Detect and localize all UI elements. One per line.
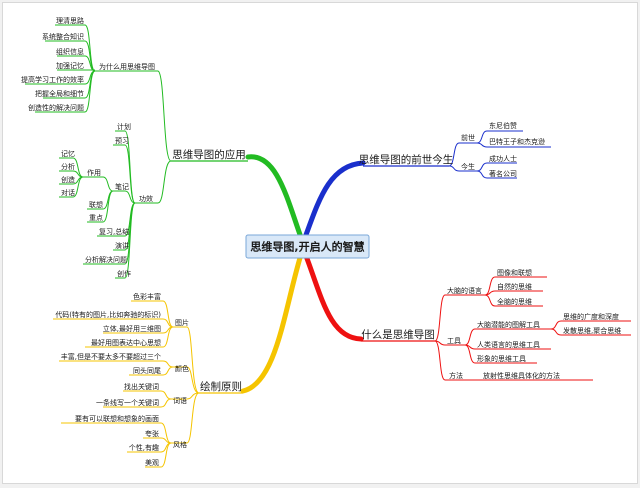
node-use[interactable]: 作用: [87, 168, 101, 177]
node-plan[interactable]: 计划: [117, 122, 131, 131]
node-use-item-0[interactable]: 记忆: [61, 149, 75, 158]
node-style[interactable]: 风格: [173, 440, 187, 449]
red-connectors: [434, 276, 631, 381]
node-create[interactable]: 创作: [117, 269, 131, 278]
blue-connectors: [448, 130, 551, 179]
node-style-item-0[interactable]: 要有可以联想和想象的画面: [75, 414, 159, 423]
yellow-connectors: [53, 300, 200, 468]
node-potential[interactable]: 大脑潜能的图解工具: [477, 320, 540, 329]
node-lang[interactable]: 大脑的语言: [447, 286, 482, 295]
node-word[interactable]: 词语: [173, 396, 187, 405]
branch-line-app: [245, 154, 306, 246]
center-topic-label: 思维导图,开启人的智慧: [250, 240, 364, 254]
node-key[interactable]: 重点: [89, 214, 103, 222]
node-lang-item-2[interactable]: 全脑的思维: [497, 297, 532, 306]
node-past-item-1[interactable]: 巴特王子和杰克逊: [489, 137, 545, 146]
node-review[interactable]: 复习,总结: [99, 227, 129, 236]
node-why-item-1[interactable]: 系统整合知识: [42, 32, 84, 41]
node-potential-item-1[interactable]: 发散思维,聚合思维: [563, 326, 621, 335]
center-topic[interactable]: 思维导图,开启人的智慧: [245, 234, 370, 259]
node-use-item-2[interactable]: 创造: [61, 175, 75, 184]
node-why-item-3[interactable]: 加强记忆: [56, 61, 84, 70]
node-pic-item-0[interactable]: 色彩丰富: [133, 292, 161, 301]
branch-line-what: [300, 245, 364, 342]
node-now[interactable]: 今生: [461, 162, 475, 171]
node-color-item-0[interactable]: 丰富,但是不要太多不要超过三个: [61, 352, 161, 361]
node-effect[interactable]: 功效: [139, 194, 153, 203]
node-why-item-4[interactable]: 提高学习工作的效率: [21, 75, 84, 84]
node-past-item-0[interactable]: 东尼伯赞: [489, 121, 517, 130]
node-solve[interactable]: 分析解决问题: [85, 255, 127, 264]
node-visual[interactable]: 形象的思维工具: [477, 354, 526, 363]
node-method[interactable]: 方法: [449, 371, 463, 380]
node-past[interactable]: 前世: [461, 133, 475, 142]
node-pic-item-3[interactable]: 最好用图表达中心思想: [91, 338, 161, 347]
node-method-item[interactable]: 放射性思维具体化的方法: [483, 371, 560, 380]
node-assoc[interactable]: 联想: [89, 200, 103, 209]
topic-what[interactable]: 什么是思维导图: [361, 328, 435, 341]
branch-line-draw: [240, 245, 306, 394]
green-connectors: [25, 24, 172, 279]
node-lang-item-1[interactable]: 自然的思维: [497, 282, 532, 291]
node-tool[interactable]: 工具: [447, 337, 461, 345]
node-word-item-0[interactable]: 找出关键词: [124, 382, 159, 391]
branch-line-history: [300, 160, 366, 246]
mind-map-svg: 思维导图,开启人的智慧 思维导图的应用 思维导图的前世今生 什么是思维导图 绘制…: [21, 16, 631, 468]
node-now-item-0[interactable]: 成功人士: [489, 154, 517, 163]
node-color[interactable]: 颜色: [175, 364, 189, 373]
node-human[interactable]: 人类语言的思维工具: [477, 340, 540, 349]
node-speech[interactable]: 演讲: [115, 241, 129, 250]
node-style-item-2[interactable]: 个性,有趣: [129, 443, 159, 452]
topic-history[interactable]: 思维导图的前世今生: [359, 153, 454, 166]
node-preview[interactable]: 预习: [115, 136, 129, 145]
node-why-item-6[interactable]: 创造性的解决问题: [28, 103, 84, 112]
node-use-item-3[interactable]: 对话: [61, 188, 75, 197]
node-word-item-1[interactable]: 一条线写一个关键词: [96, 398, 159, 407]
node-why[interactable]: 为什么用思维导图: [99, 62, 155, 71]
node-now-item-1[interactable]: 著名公司: [489, 169, 517, 178]
node-potential-item-0[interactable]: 思维的广度和深度: [563, 312, 619, 321]
node-why-item-0[interactable]: 理清思路: [56, 16, 84, 25]
topic-draw[interactable]: 绘制原则: [200, 380, 242, 393]
node-use-item-1[interactable]: 分析: [61, 162, 75, 171]
node-notes[interactable]: 笔记: [115, 182, 129, 191]
node-why-item-2[interactable]: 组织信息: [56, 47, 84, 56]
node-pic-item-2[interactable]: 立体,最好用三维图: [103, 324, 161, 333]
node-why-item-5[interactable]: 把握全局和细节: [35, 89, 84, 98]
node-style-item-1[interactable]: 夸张: [145, 429, 159, 438]
topic-app[interactable]: 思维导图的应用: [172, 148, 246, 161]
node-lang-item-0[interactable]: 图像和联想: [497, 268, 532, 277]
node-color-item-1[interactable]: 同头同尾: [133, 366, 161, 375]
node-pic-item-1[interactable]: 代码(特有的图片,比如奔驰的标识): [55, 310, 161, 319]
node-pic[interactable]: 图片: [175, 318, 189, 327]
node-style-item-3[interactable]: 美观: [145, 458, 159, 467]
